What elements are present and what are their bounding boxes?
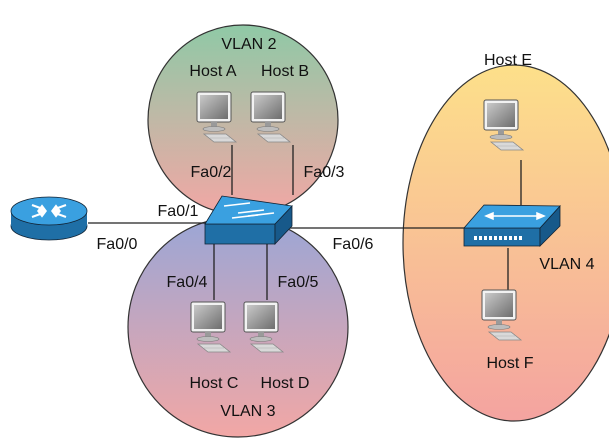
central-switch-icon [204, 195, 293, 246]
port-fa0-1-label: Fa0/1 [158, 203, 199, 220]
port-fa0-5-label: Fa0/5 [278, 274, 319, 291]
port-fa0-6-label: Fa0/6 [333, 236, 374, 253]
links [88, 145, 522, 300]
host-c-label: Host C [190, 375, 239, 392]
vlan3-label: VLAN 3 [220, 403, 275, 420]
host-a-label: Host A [189, 63, 236, 80]
port-fa0-3-label: Fa0/3 [304, 164, 345, 181]
vlan4-switch-icon [463, 204, 561, 247]
port-fa0-4-label: Fa0/4 [167, 274, 208, 291]
vlan2-region [147, 24, 339, 216]
vlan2-label: VLAN 2 [221, 36, 276, 53]
port-fa0-0-label: Fa0/0 [97, 236, 138, 253]
host-f-label: Host F [486, 355, 533, 372]
host-d-label: Host D [261, 375, 310, 392]
host-e-label: Host E [484, 52, 532, 69]
port-fa0-2-label: Fa0/2 [191, 164, 232, 181]
router-icon [10, 196, 88, 241]
vlan4-label: VLAN 4 [539, 256, 594, 273]
host-b-label: Host B [261, 63, 309, 80]
